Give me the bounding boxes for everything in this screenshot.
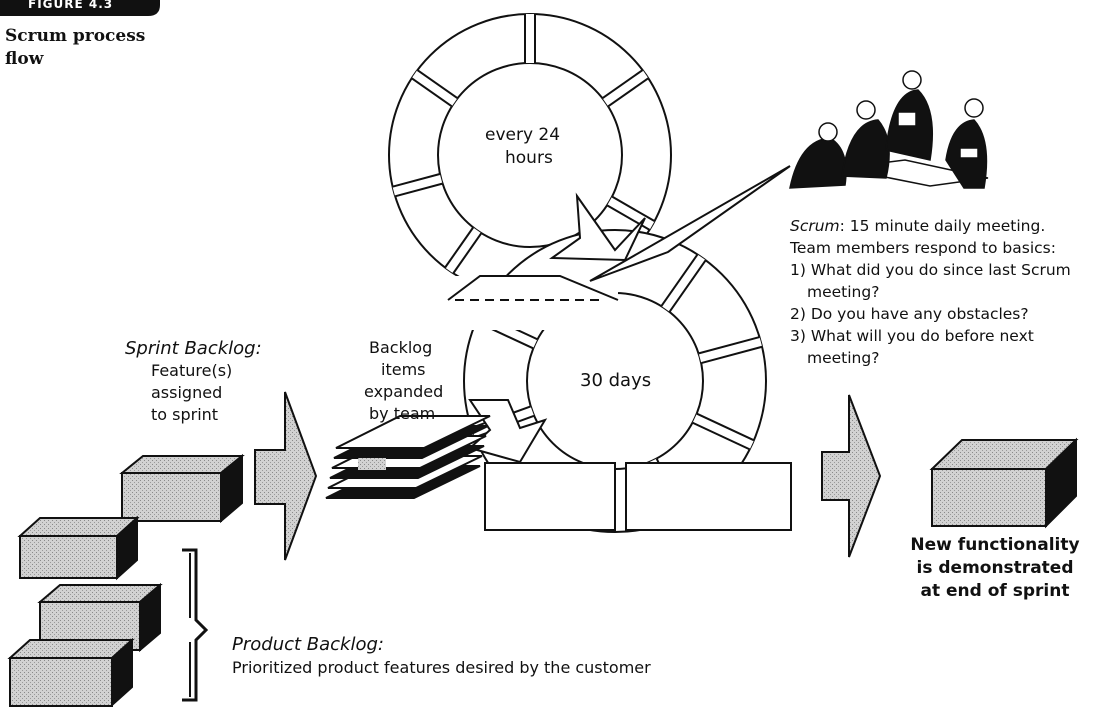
ring-overlap-join [448, 276, 618, 330]
scrum-term: Scrum [790, 217, 840, 235]
daily-cycle-label-line2: hours [505, 148, 553, 169]
backlog-item-pages [326, 416, 490, 498]
product-backlog-description: Prioritized product features desired by … [232, 658, 651, 678]
sprint-backlog-line1: Feature(s) [151, 361, 232, 381]
figure-badge-label: FIGURE 4.3 [28, 0, 113, 12]
scrum-question-3a: 3) What will you do before next [790, 327, 1034, 346]
outcome-line3: at end of sprint [900, 581, 1090, 602]
outcome-product-cube [932, 440, 1076, 526]
backlog-items-line4: by team [369, 404, 435, 424]
sprint-backlog-cube [122, 456, 242, 521]
scrum-question-1a: 1) What did you do since last Scrum [790, 261, 1071, 280]
sprint-cycle-label: 30 days [580, 370, 651, 392]
scrum-meeting-line1-rest: : 15 minute daily meeting. [840, 217, 1046, 235]
backlog-items-line1: Backlog [369, 338, 432, 358]
daily-cycle-label-line1: every 24 [485, 125, 560, 146]
scrum-question-2: 2) Do you have any obstacles? [790, 305, 1029, 324]
scrum-meeting-line1: Scrum: 15 minute daily meeting. [790, 217, 1045, 236]
scrum-question-1b: meeting? [807, 283, 879, 302]
backlog-items-line3: expanded [364, 382, 443, 402]
figure-caption-line1: Scrum process [5, 26, 145, 47]
backlog-items-line2: items [381, 360, 425, 380]
product-backlog-cubes [10, 518, 160, 706]
scrum-question-3b: meeting? [807, 349, 879, 368]
figure-caption-line2: flow [5, 49, 43, 70]
scrum-meeting-line2: Team members respond to basics: [790, 239, 1056, 258]
outcome-line1: New functionality [900, 535, 1090, 556]
sprint-backlog-line3: to sprint [151, 405, 218, 425]
to-sprint-arrow [255, 392, 316, 560]
sprint-backlog-title: Sprint Backlog: [125, 338, 262, 360]
outcome-line2: is demonstrated [900, 558, 1090, 579]
product-backlog-brace [182, 550, 206, 700]
product-backlog-title: Product Backlog: [232, 634, 384, 656]
team-meeting-illustration [790, 71, 988, 188]
sprint-backlog-line2: assigned [151, 383, 222, 403]
to-outcome-arrow [822, 395, 880, 557]
sprint-base-boxes [485, 463, 791, 530]
